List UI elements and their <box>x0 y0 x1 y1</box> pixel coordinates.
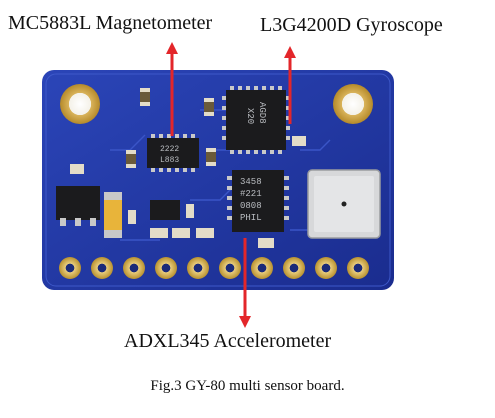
acc-mark-3: 0808 <box>240 201 262 211</box>
acc-mark-1: 3458 <box>240 177 262 187</box>
magnetometer-label: MC5883L Magnetometer <box>8 12 213 34</box>
mounting-hole-left <box>60 84 100 124</box>
smd-components <box>70 88 306 248</box>
mag-mark-1: 2222 <box>160 145 179 154</box>
magnetometer-chip <box>147 134 199 172</box>
pressure-sensor <box>307 169 381 239</box>
gyro-mark-1: AGD8 <box>257 102 267 124</box>
arrow-magnetometer <box>166 42 178 136</box>
regulator <box>56 186 100 226</box>
accelerometer-label: ADXL345 Accelerometer <box>124 330 332 352</box>
pcb-board <box>42 70 394 290</box>
gyro-mark-2: X20 <box>245 108 255 124</box>
acc-mark-2: #221 <box>240 189 262 199</box>
gyroscope-label: L3G4200D Gyroscope <box>260 14 443 36</box>
arrow-gyroscope <box>284 46 296 124</box>
mag-mark-2: L883 <box>160 156 179 165</box>
header-pads <box>59 257 369 279</box>
mounting-hole-right <box>333 84 373 124</box>
accelerometer-chip <box>227 170 289 232</box>
acc-mark-4: PHIL <box>240 213 262 223</box>
gyroscope-chip <box>222 86 290 154</box>
figure-caption: Fig.3 GY-80 multi sensor board. <box>150 378 345 394</box>
tantalum-capacitor <box>104 192 122 238</box>
arrow-accelerometer <box>239 238 251 328</box>
transistor <box>150 200 180 220</box>
